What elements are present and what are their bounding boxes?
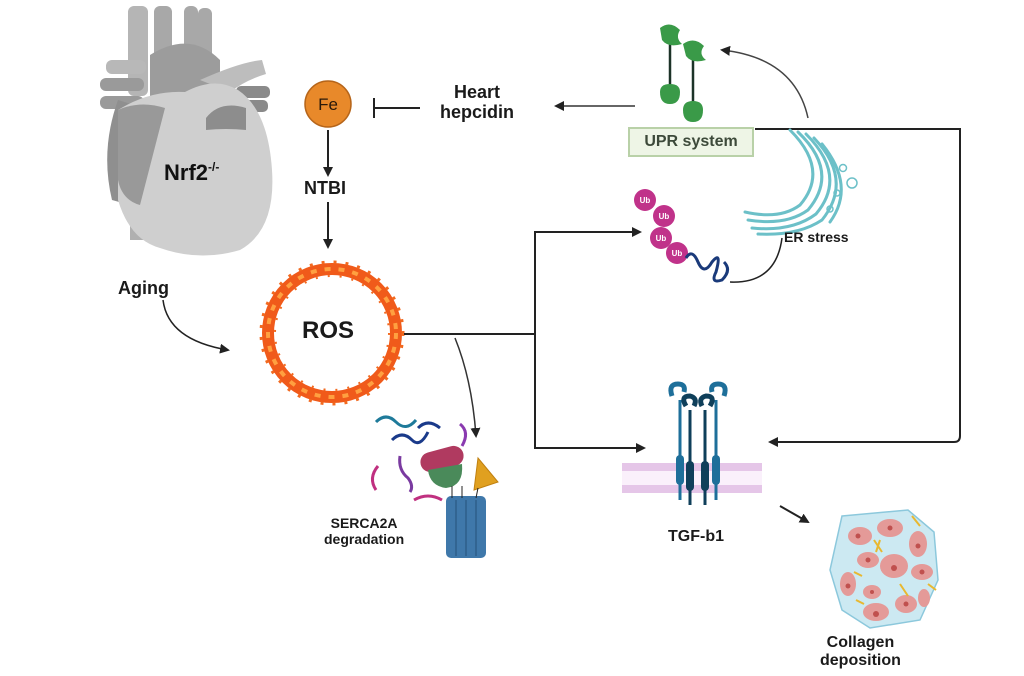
ub-label-2: Ub [659,212,670,221]
ubiquitin-chain-icon [634,189,729,283]
collagen-label: Collagen deposition [820,634,901,670]
heart-illustration [100,6,273,256]
tgf-label: TGF-b1 [668,528,724,545]
heart-label: Nrf2-/- [164,160,219,185]
proteasome-icon [371,415,499,558]
upr-receptor-icon [660,24,706,122]
iron-node: Fe [304,80,352,128]
collagen-tissue-icon [829,509,939,629]
er-stress-label: ER stress [784,229,849,245]
serca-label-line1: SERCA2A [330,515,398,531]
upr-system-box: UPR system [628,127,754,157]
collagen-label-line2: deposition [820,651,901,669]
ntbi-label: NTBI [304,178,346,198]
arrow-ros-ub [534,227,642,334]
arrow-ros-serca [454,337,481,438]
tgf-receptor-icon [622,381,762,505]
connector-ub-er [729,237,783,283]
iron-label: Fe [318,95,338,114]
hepcidin-label-line2: hepcidin [440,102,515,123]
arrow-er-upr [720,45,809,119]
arrow-ros-tgf [534,334,646,453]
serca-label: SERCA2A degradation [324,515,405,547]
arrow-aging-ros [162,299,230,354]
arrow-tgf-collagen [779,505,810,523]
endoplasmic-reticulum-icon [743,128,858,236]
ros-label: ROS [302,317,355,344]
collagen-label-line1: Collagen [826,634,895,651]
hepcidin-label-line1: Heart [453,82,501,102]
ub-label-1: Ub [640,196,651,205]
ub-label-3: Ub [656,234,667,243]
ros-fire-ring-icon [259,260,405,406]
arrow-upr-tgf [755,128,961,447]
aging-label: Aging [118,278,169,298]
hepcidin-label: Heart hepcidin [440,82,514,122]
ub-label-4: Ub [672,249,683,258]
serca-label-line2: degradation [324,530,405,547]
